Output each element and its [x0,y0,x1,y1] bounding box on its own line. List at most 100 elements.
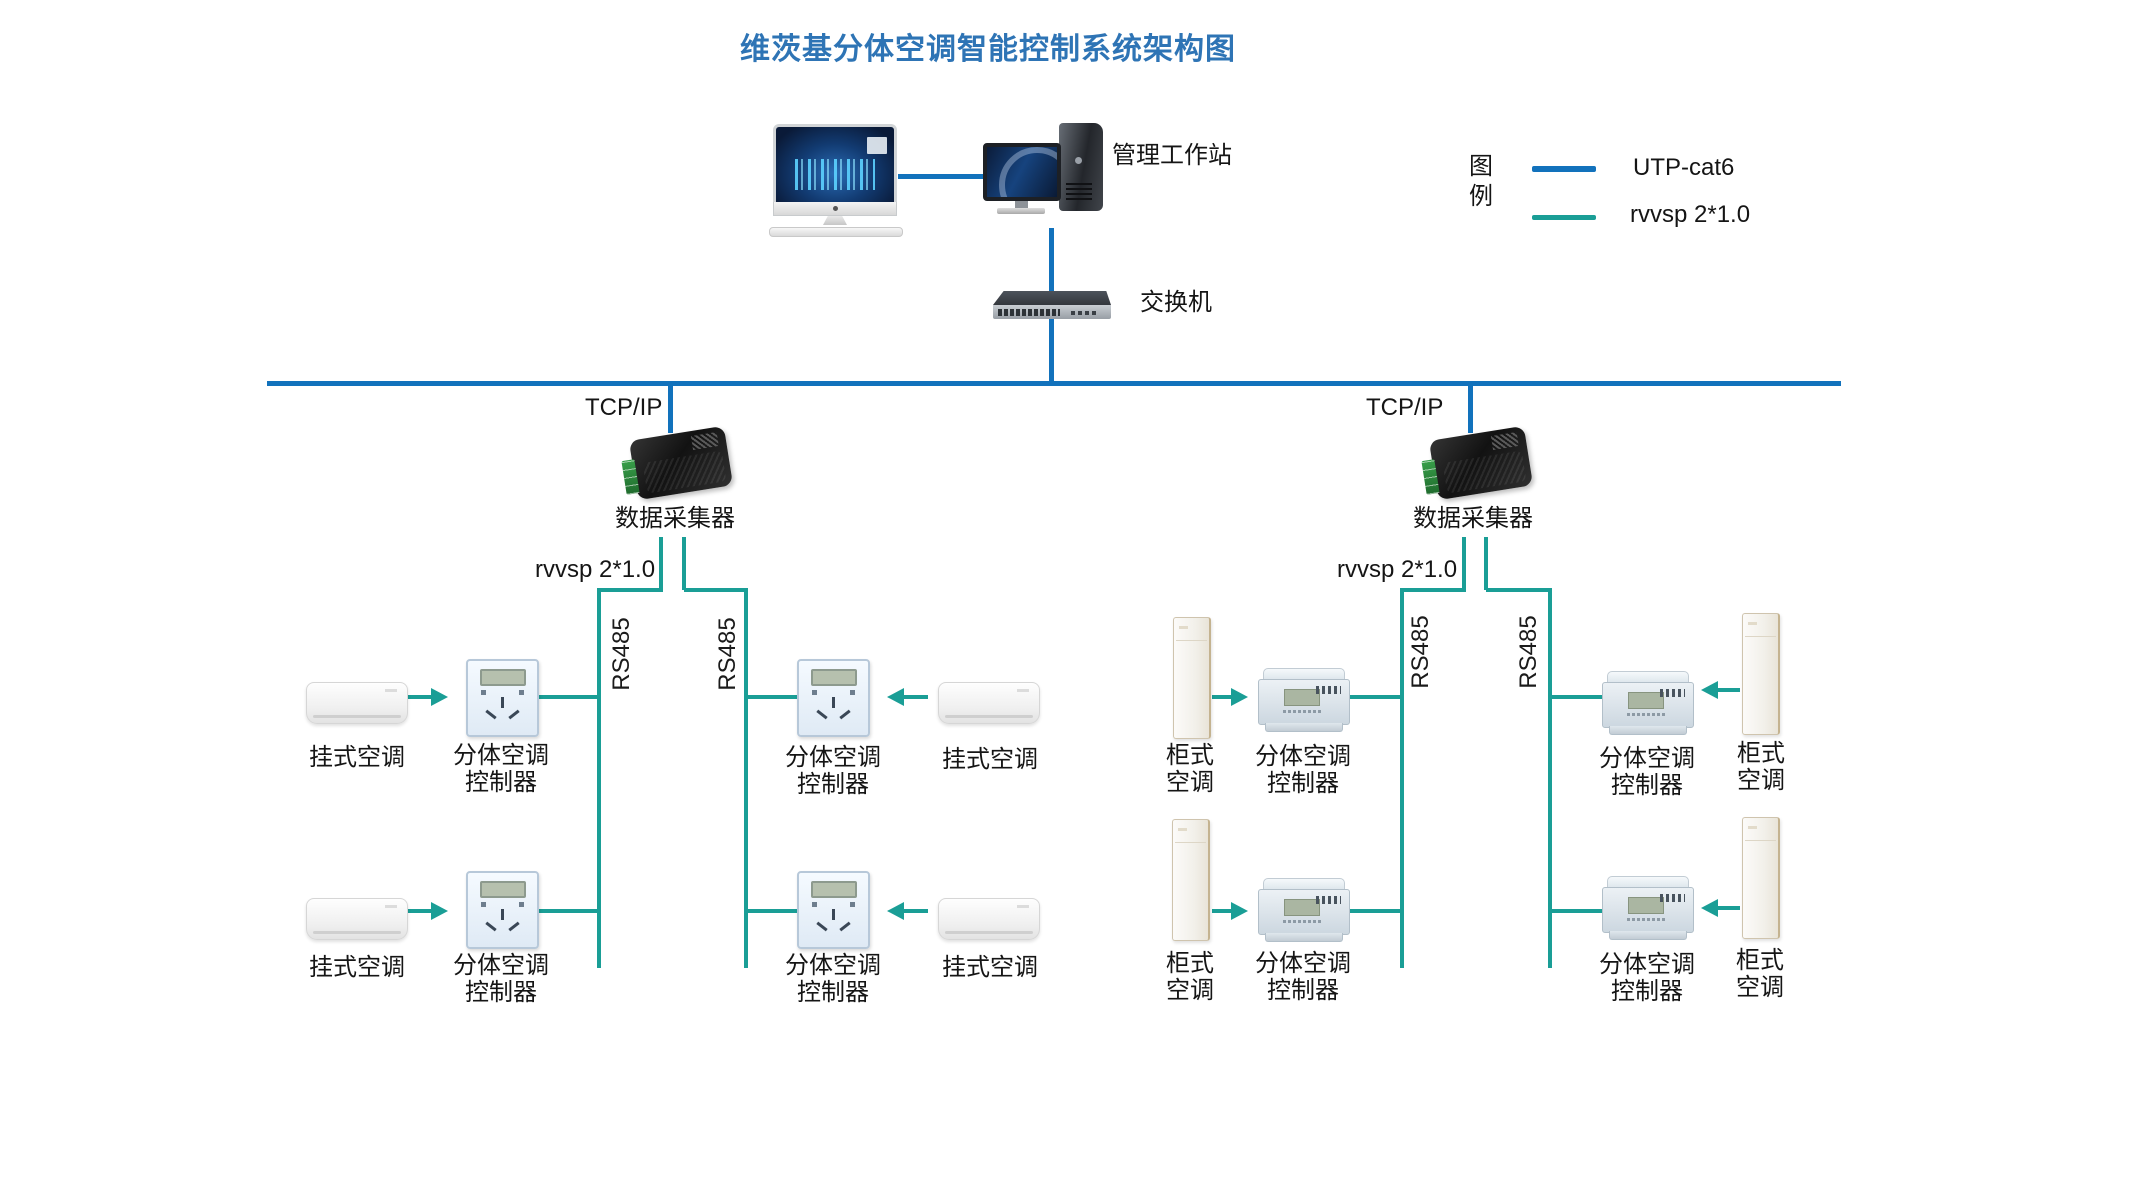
controller-leds [1316,896,1341,904]
rvvsp-elbow [1400,588,1466,592]
wall-ac-label: 挂式空调 [309,954,405,981]
rs485-label: RS485 [608,617,635,691]
controller-lcd [810,881,857,898]
split-controller-label: 分体空调 控制器 [785,744,881,798]
drop-line [538,909,599,913]
utp-backbone-line [267,381,1841,386]
collector-body [1428,425,1534,501]
split-controller-din-image [1258,878,1350,942]
pc-monitor [983,143,1061,201]
switch-label: 交换机 [1140,289,1212,316]
drop-line [746,695,798,699]
rvvsp-stub [682,537,686,590]
rs485-bus [1400,588,1404,968]
drop-line [1550,909,1602,913]
arrow-right-icon [408,902,448,920]
controller-lcd [1628,692,1664,709]
utp-drop-left [668,384,673,433]
workstation-pc-image [983,123,1103,215]
pc-monitor-stand [1015,201,1028,209]
cabinet-ac-image [1173,617,1211,739]
rvvsp-label: rvvsp 2*1.0 [535,556,656,583]
workstation-label: 管理工作站 [1112,142,1232,169]
pc-monitor-base [997,208,1045,214]
split-controller-image [797,659,870,737]
arrow-left-icon [887,902,928,920]
utp-line-imac-pc [898,174,986,179]
legend-utp-line-swatch [1532,166,1596,172]
data-collector-image [617,424,739,508]
imac-chin [773,202,897,216]
wall-ac-image [938,682,1040,724]
arrow-left-icon [1701,899,1740,917]
split-controller-image [466,871,539,949]
split-controller-din-image [1258,668,1350,732]
rvvsp-elbow [1486,588,1552,592]
legend-heading: 图 例 [1469,153,1493,210]
wall-ac-label: 挂式空调 [942,954,1038,981]
rs485-bus [744,588,748,968]
imac-screen [773,124,897,202]
rvvsp-stub [1484,537,1488,590]
data-collector-image [1417,424,1539,508]
controller-lcd [1628,897,1664,914]
split-controller-label: 分体空调 控制器 [453,952,549,1006]
controller-lcd [1284,899,1320,916]
switch-ports [993,305,1111,319]
rvvsp-label: rvvsp 2*1.0 [1337,556,1458,583]
wall-ac-label: 挂式空调 [309,744,405,771]
page-title: 维茨基分体空调智能控制系统架构图 [740,33,1236,66]
split-controller-din-image [1602,671,1694,735]
cabinet-ac-image [1172,819,1210,941]
split-controller-label: 分体空调 控制器 [453,742,549,796]
arrow-left-icon [1701,681,1740,699]
legend-rvvsp-label: rvvsp 2*1.0 [1630,201,1751,228]
split-controller-image [797,871,870,949]
utp-drop-right [1468,384,1473,433]
split-controller-label: 分体空调 控制器 [785,952,881,1006]
controller-lcd [810,669,857,686]
cabinet-ac-label: 柜式 空调 [1737,740,1785,794]
controller-leds [1316,686,1341,694]
rvvsp-stub [1462,537,1466,590]
arrow-left-icon [887,688,928,706]
imac-stand [823,216,847,225]
rvvsp-elbow [684,588,748,592]
arrow-right-icon [408,688,448,706]
legend-rvvsp-line-swatch [1532,215,1596,220]
cabinet-ac-image [1742,817,1780,939]
legend-utp-label: UTP-cat6 [1633,154,1735,181]
cabinet-ac-label: 柜式 空调 [1166,950,1214,1004]
drop-line [1350,909,1402,913]
arrow-right-icon [1212,902,1248,920]
controller-leds [1660,894,1685,902]
wall-ac-image [306,898,408,940]
rs485-bus [1548,588,1552,968]
drop-line [1350,695,1402,699]
tcpip-label: TCP/IP [1366,394,1444,421]
split-controller-din-image [1602,876,1694,940]
tcpip-label: TCP/IP [585,394,663,421]
cabinet-ac-label: 柜式 空调 [1166,742,1214,796]
rs485-bus [597,588,601,968]
wall-ac-image [938,898,1040,940]
rs485-label: RS485 [1407,615,1434,689]
collector-body [628,425,734,501]
split-controller-label: 分体空调 控制器 [1255,950,1351,1004]
cabinet-ac-image [1742,613,1780,735]
drop-line [538,695,599,699]
controller-lcd [479,669,526,686]
wall-ac-label: 挂式空调 [942,746,1038,773]
rvvsp-stub [659,537,663,590]
switch-top [993,291,1111,305]
drop-line [746,909,798,913]
split-controller-label: 分体空调 控制器 [1599,951,1695,1005]
split-controller-label: 分体空调 控制器 [1255,743,1351,797]
cabinet-ac-label: 柜式 空调 [1736,947,1784,1001]
split-controller-label: 分体空调 控制器 [1599,745,1695,799]
drop-line [1550,695,1602,699]
rs485-label: RS485 [1515,615,1542,689]
imac-monitor-image [769,124,903,237]
split-controller-image [466,659,539,737]
